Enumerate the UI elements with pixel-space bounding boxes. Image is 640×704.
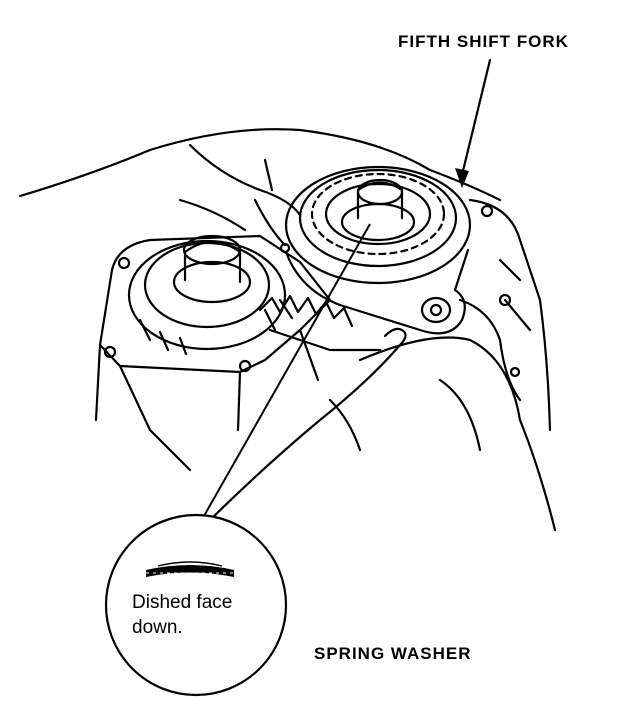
mainshaft-end — [356, 178, 404, 206]
fork-leader-line — [460, 58, 492, 177]
fork-arrowhead — [455, 168, 469, 188]
lower-hand — [198, 327, 557, 532]
fifth-shift-fork-label: FIFTH SHIFT FORK — [398, 32, 569, 51]
note-line-2: down. — [132, 617, 183, 638]
housing-flange — [98, 234, 332, 374]
fork-bolt — [420, 296, 452, 324]
gear-teeth — [258, 294, 354, 328]
housing-right — [468, 198, 552, 432]
upper-hand — [18, 128, 502, 232]
note-line-1: Dished face — [132, 592, 233, 613]
dished-face-note: Dished face down. — [132, 590, 262, 640]
spring-washer-label: SPRING WASHER — [314, 644, 472, 663]
housing-body — [94, 328, 320, 472]
dished-washer-icon — [146, 561, 234, 577]
washer-leader-line — [195, 223, 371, 531]
left-gear-outer — [127, 239, 287, 351]
detail-circle — [104, 513, 288, 697]
left-shaft-end — [182, 234, 242, 266]
spring-washer-ring — [340, 202, 416, 242]
fifth-gear-outer — [284, 165, 472, 285]
